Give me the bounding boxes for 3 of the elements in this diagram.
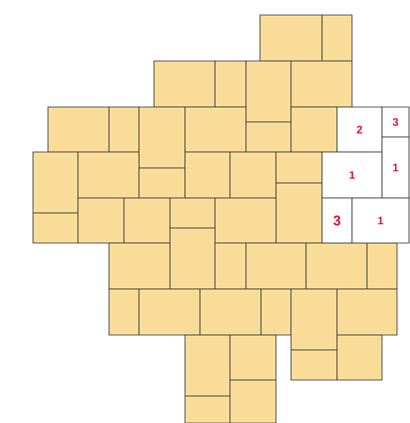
numbered-tile: 3	[382, 106, 410, 138]
numbered-tile: 3	[322, 198, 352, 244]
numbered-tile: 1	[352, 198, 410, 244]
